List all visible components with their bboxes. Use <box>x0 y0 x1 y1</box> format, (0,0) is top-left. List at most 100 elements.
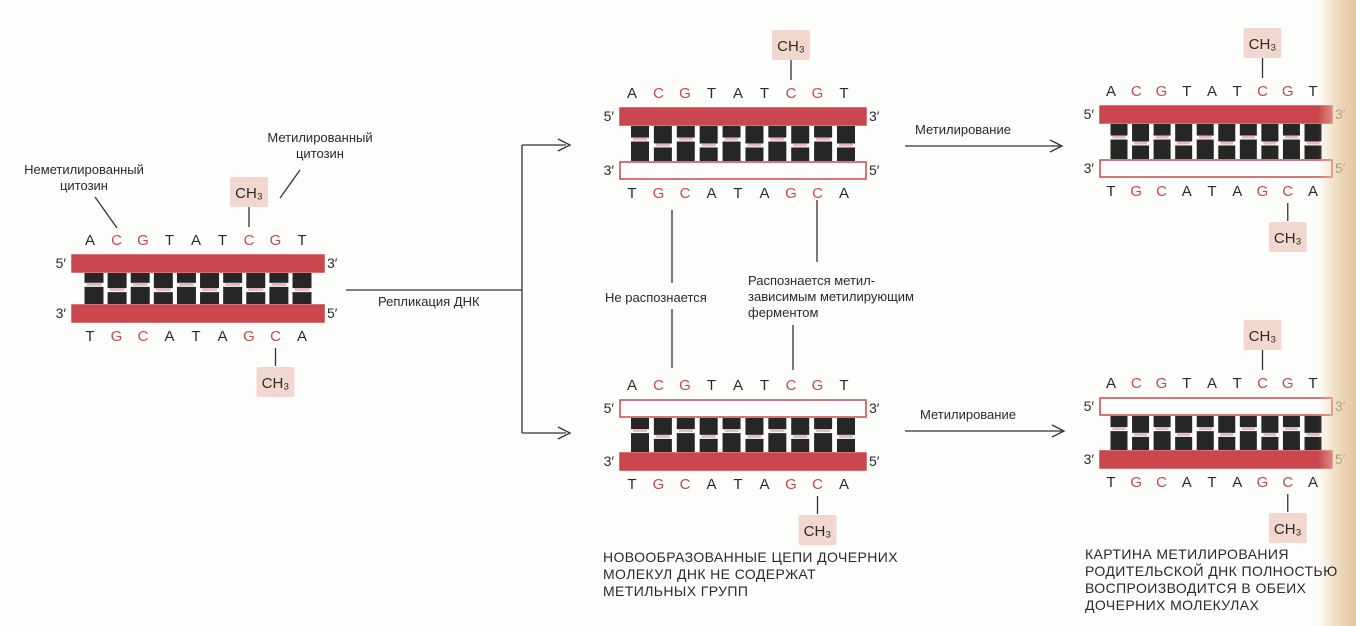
parent-base-upper-6 <box>223 273 242 283</box>
daughter1-base-bond-1 <box>656 143 670 146</box>
label-unmethylated-line2: цитозин <box>4 178 164 194</box>
parent-base-lower-3 <box>154 292 173 304</box>
methylated2-top-letter-2: G <box>1156 375 1168 392</box>
daughter1-base-lower-3 <box>700 147 718 161</box>
methylated1-bottom-letter-3: A <box>1182 183 1192 200</box>
daughter2-base-bond-0 <box>633 429 647 432</box>
methylated2-base-bond-2 <box>1156 427 1169 430</box>
parent-bottom-letter-2: C <box>138 328 149 345</box>
daughter1-base-lower-4 <box>723 142 741 161</box>
methylated2-base-upper-4 <box>1197 416 1214 427</box>
daughter1-base-lower-7 <box>791 147 809 161</box>
daughter2-end-bottom-right: 5′ <box>869 453 880 469</box>
parent-bottom-letter-6: G <box>243 328 255 345</box>
methylated1-base-lower-5 <box>1218 145 1235 159</box>
methylated1-bottom-letter-1: G <box>1130 183 1142 200</box>
methylated1-base-bond-2 <box>1156 136 1169 139</box>
daughter1-bottom-strand <box>620 162 866 179</box>
label-unmethylated-line1: Неметилированный <box>4 162 164 178</box>
caption-pattern-line2: РОДИТЕЛЬСКОЙ ДНК ПОЛНОСТЬЮ <box>1085 563 1338 580</box>
methylated1-top-letter-3: T <box>1182 83 1191 100</box>
methylated2-top-letter-5: T <box>1233 375 1242 392</box>
daughter2-top-letter-6: C <box>786 377 797 394</box>
daughter2-base-lower-0 <box>631 433 649 452</box>
methylated1-bottom-letter-5: A <box>1232 183 1242 200</box>
parent-methyl-top: CH₃ <box>235 185 263 202</box>
methylated1-bottom-strand <box>1100 160 1332 177</box>
methylated2-bottom-letter-6: G <box>1257 474 1269 491</box>
parent-base-lower-0 <box>85 287 104 304</box>
methylated1-end-top-left: 5′ <box>1084 106 1095 122</box>
parent-bottom-letter-7: C <box>270 328 281 345</box>
daughter1-base-bond-2 <box>679 138 693 141</box>
parent-top-letter-8: T <box>297 232 306 249</box>
daughter1-base-bond-3 <box>702 143 716 146</box>
daughter2-base-lower-3 <box>700 439 718 452</box>
daughter2-base-lower-9 <box>837 439 855 452</box>
daughter2-base-bond-4 <box>725 429 739 432</box>
methylated2-top-letter-3: T <box>1182 375 1191 392</box>
daughter2-end-top-left: 5′ <box>604 400 615 416</box>
daughter2-base-upper-5 <box>745 418 763 435</box>
methylated2-base-bond-6 <box>1242 427 1255 430</box>
daughter2-base-lower-6 <box>768 433 786 452</box>
daughter2-base-lower-7 <box>791 439 809 452</box>
daughter2-base-bond-9 <box>839 435 853 438</box>
caption-new-strands-line3: МЕТИЛЬНЫХ ГРУПП <box>603 583 898 600</box>
methylated1-base-upper-1 <box>1132 124 1149 141</box>
daughter1-bottom-letter-6: G <box>785 185 797 202</box>
daughter1-end-bottom-left: 3′ <box>604 162 615 178</box>
label-unmethylated-cytosine: Неметилированный цитозин <box>4 162 164 194</box>
parent-end-bottom-left: 3′ <box>56 305 67 321</box>
methylated1-base-upper-5 <box>1218 124 1235 141</box>
daughter2-top-letter-5: T <box>760 377 769 394</box>
daughter2-base-bond-1 <box>656 435 670 438</box>
methylated2-base-upper-8 <box>1283 416 1300 427</box>
daughter2-bottom-letter-5: A <box>759 476 769 493</box>
parent-base-lower-5 <box>200 292 219 304</box>
methylated1-top-letter-5: T <box>1233 83 1242 100</box>
parent-top-letter-5: T <box>218 232 227 249</box>
daughter2-end-top-right: 3′ <box>869 400 880 416</box>
daughter1-base-bond-6 <box>770 138 784 141</box>
daughter2-top-letter-2: G <box>679 377 691 394</box>
methylated2-bottom-letter-0: T <box>1106 474 1115 491</box>
methylated1-bottom-letter-2: C <box>1156 183 1167 200</box>
methylated1-bottom-letter-6: G <box>1257 183 1269 200</box>
methylated1-base-bond-6 <box>1242 136 1255 139</box>
page-edge-shading <box>1318 0 1356 626</box>
daughter2-bottom-letter-6: G <box>785 476 797 493</box>
methylated1-base-bond-0 <box>1113 136 1126 139</box>
daughter2-bottom-letter-1: G <box>653 476 665 493</box>
daughter2-methyl-bottom: CH₃ <box>804 523 832 540</box>
methylated1-bottom-letter-7: C <box>1282 183 1293 200</box>
parent-base-bond-2 <box>133 283 148 286</box>
daughter2-top-letter-1: C <box>653 377 664 394</box>
label-methylated-line1: Метилированный <box>245 130 395 146</box>
caption-pattern-line4: ДОЧЕРНИХ МОЛЕКУЛАХ <box>1085 597 1338 614</box>
daughter1-bottom-letter-7: C <box>812 185 823 202</box>
methylated1-base-lower-3 <box>1175 145 1192 159</box>
methylated1-top-letter-4: A <box>1207 83 1217 100</box>
daughter1-top-strand <box>620 108 866 125</box>
parent-base-upper-3 <box>154 273 173 288</box>
daughter2-base-upper-7 <box>791 418 809 435</box>
methylated2-methyl-bottom: CH₃ <box>1274 521 1302 538</box>
daughter1-base-upper-2 <box>677 126 695 138</box>
methylated2-base-bond-5 <box>1220 433 1233 436</box>
methylated2-bottom-letter-5: A <box>1232 474 1242 491</box>
methylated2-base-upper-1 <box>1132 416 1149 433</box>
daughter2-top-letter-8: T <box>839 377 848 394</box>
daughter1-base-bond-9 <box>839 143 853 146</box>
methylated1-top-letter-7: G <box>1282 83 1294 100</box>
daughter1-base-lower-6 <box>768 142 786 161</box>
daughter1-base-bond-4 <box>725 138 739 141</box>
daughter1-base-bond-7 <box>793 143 807 146</box>
methylated1-base-bond-5 <box>1220 141 1233 144</box>
methylated2-base-lower-8 <box>1283 431 1300 450</box>
daughter1-base-lower-0 <box>631 142 649 161</box>
methylated2-base-lower-6 <box>1240 431 1257 450</box>
daughter1-top-letter-8: T <box>839 85 848 102</box>
methylated1-methyl-top: CH₃ <box>1249 36 1277 53</box>
caption-pattern-line1: КАРТИНА МЕТИЛИРОВАНИЯ <box>1085 546 1338 563</box>
